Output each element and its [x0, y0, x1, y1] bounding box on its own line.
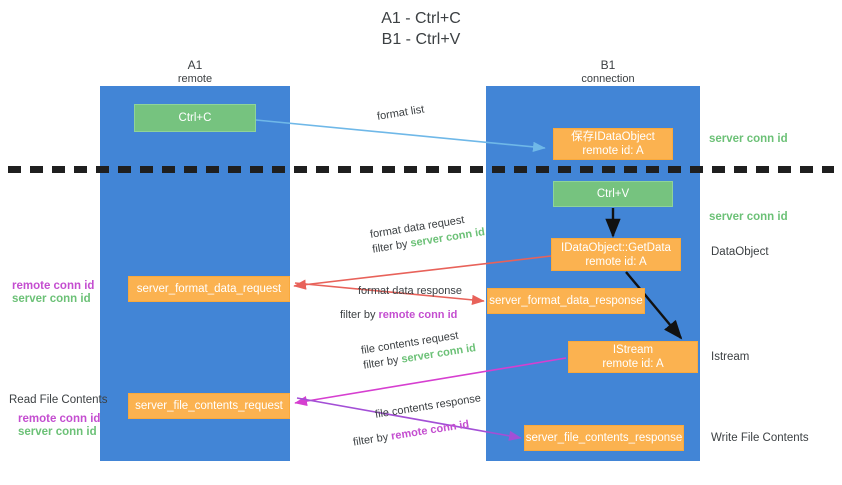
annotation-server-conn-id-2: server conn id	[18, 426, 97, 438]
edge-label-format-data-response-title: format data response	[358, 285, 462, 297]
box-ctrl-v[interactable]: Ctrl+V	[553, 181, 673, 207]
edge-label-format-data-response-filter: filter by remote conn id	[340, 308, 462, 323]
annotation-remote-conn-id-1: remote conn id	[12, 280, 95, 292]
box-server-format-data-response-label: server_format_data_response	[489, 295, 643, 307]
annotation-remote-conn-id-2: remote conn id	[18, 413, 101, 425]
annotation-read-file-contents: Read File Contents	[9, 394, 108, 406]
page-title: A1 - Ctrl+C B1 - Ctrl+V	[0, 8, 842, 50]
annotation-server-conn-id-mid: server conn id	[709, 211, 788, 223]
title-line-2: B1 - Ctrl+V	[381, 31, 461, 48]
box-save-idataobject-line1: 保存IDataObject	[571, 131, 655, 143]
box-ctrl-v-label: Ctrl+V	[596, 188, 630, 200]
box-ctrl-c[interactable]: Ctrl+C	[134, 104, 256, 132]
edge-label-format-data-response: format data response filter by remote co…	[340, 284, 462, 323]
box-save-idataobject[interactable]: 保存IDataObject remote id: A	[553, 128, 673, 160]
box-server-file-contents-request-label: server_file_contents_request	[135, 400, 283, 412]
box-istream-line2: remote id: A	[602, 358, 664, 370]
annotation-istream: Istream	[711, 351, 750, 363]
lane-header-a1-sub: remote	[177, 73, 213, 85]
box-idataobject-getdata[interactable]: IDataObject::GetData remote id: A	[551, 238, 681, 271]
lane-header-b1-name: B1	[600, 58, 616, 72]
filter-value-remote-conn-id: remote conn id	[378, 309, 458, 321]
box-save-idataobject-line2: remote id: A	[582, 145, 644, 157]
box-server-file-contents-response[interactable]: server_file_contents_response	[524, 425, 684, 451]
annotation-server-conn-id-top: server conn id	[709, 133, 788, 145]
box-idataobject-getdata-line2: remote id: A	[585, 255, 647, 268]
annotation-server-conn-id-1: server conn id	[12, 293, 91, 305]
box-server-file-contents-request[interactable]: server_file_contents_request	[128, 393, 290, 419]
box-istream-line1: IStream	[612, 344, 654, 356]
box-server-format-data-request[interactable]: server_format_data_request	[128, 276, 290, 302]
edge-label-file-contents-response: file contents response filter by remote …	[352, 391, 486, 448]
filter-value-remote-conn-id: remote conn id	[390, 418, 471, 443]
annotation-dataobject: DataObject	[711, 246, 769, 258]
lane-header-b1-sub: connection	[581, 73, 635, 85]
box-ctrl-c-label: Ctrl+C	[178, 112, 212, 124]
lane-header-a1: A1 remote	[105, 58, 285, 86]
filter-prefix: filter by	[352, 430, 393, 449]
edge-label-file-contents-request: file contents request filter by server c…	[360, 326, 477, 373]
annotation-write-file-contents: Write File Contents	[711, 432, 809, 444]
box-idataobject-getdata-line1: IDataObject::GetData	[561, 241, 671, 254]
title-line-1: A1 - Ctrl+C	[381, 10, 461, 27]
lane-header-a1-name: A1	[187, 58, 203, 72]
box-istream[interactable]: IStream remote id: A	[568, 341, 698, 373]
box-server-format-data-response[interactable]: server_format_data_response	[487, 288, 645, 314]
box-server-format-data-request-label: server_format_data_request	[136, 283, 282, 295]
edge-label-format-list: format list	[376, 103, 426, 123]
phase-separator-dashed-line	[8, 166, 834, 173]
filter-prefix: filter by	[340, 309, 379, 321]
edge-label-format-data-request: format data request filter by server con…	[369, 210, 486, 257]
lane-header-b1: B1 connection	[518, 58, 698, 86]
edge-label-file-contents-response-filter: filter by remote conn id	[352, 415, 486, 451]
box-server-file-contents-response-label: server_file_contents_response	[525, 432, 683, 444]
